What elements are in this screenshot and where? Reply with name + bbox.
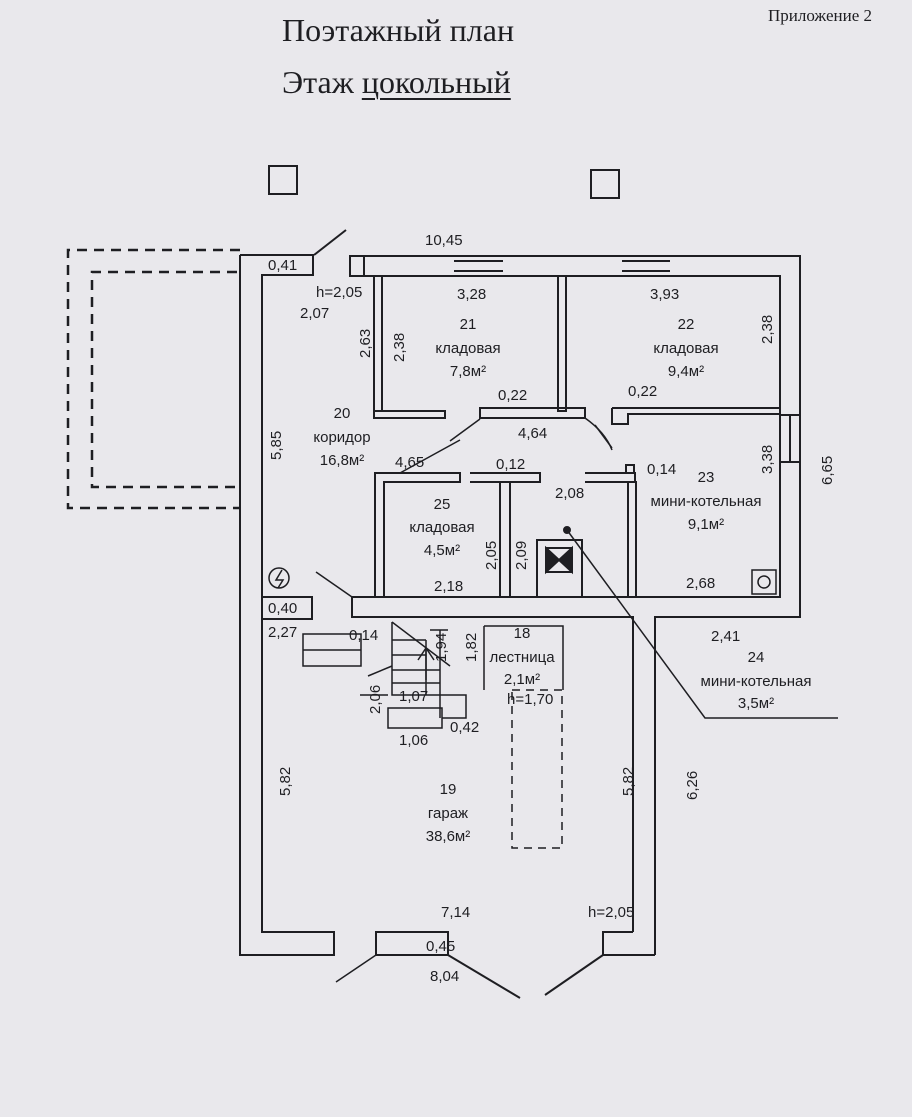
room-25-name: кладовая: [409, 519, 474, 536]
dim: 3,38: [759, 445, 776, 474]
room-23-name: мини-котельная: [651, 493, 762, 510]
room-24-name: мини-котельная: [701, 673, 812, 690]
dim: 5,85: [268, 431, 285, 460]
stair: [302, 621, 467, 729]
dim: 0,42: [450, 719, 479, 736]
dim: 6,26: [684, 771, 701, 800]
dim: 2,05: [483, 541, 500, 570]
room-25-number: 25: [434, 496, 451, 513]
dim: 2,68: [686, 575, 715, 592]
dim: h=1,70: [507, 691, 553, 708]
dimension-labels: 10,45 0,41 h=2,05 2,07 3,28 3,93 2,63 2,…: [268, 232, 836, 985]
dim: 1,06: [399, 732, 428, 749]
appendix-label: Приложение 2: [768, 6, 872, 25]
electric-symbol: [268, 567, 290, 589]
dim: 4,65: [395, 454, 424, 471]
floor-label: Этаж: [282, 64, 354, 100]
dim: 2,06: [367, 685, 384, 714]
dim: 5,82: [277, 767, 294, 796]
room-19-number: 19: [440, 781, 457, 798]
vent-square-left: [268, 165, 298, 195]
outer-walls: [239, 229, 801, 956]
dim: 1,94: [433, 633, 450, 662]
stair-outline: [484, 625, 564, 690]
dim: 6,65: [819, 456, 836, 485]
dim: 0,12: [496, 456, 525, 473]
dim: 0,22: [498, 387, 527, 404]
room-23-number: 23: [698, 469, 715, 486]
dim: 1,82: [463, 633, 480, 662]
dim: 1,07: [399, 688, 428, 705]
dim: 0,40: [268, 600, 297, 617]
garage-pit: [511, 689, 563, 849]
room-18-name: лестница: [489, 649, 555, 666]
room-labels: 21 кладовая 7,8м² 22 кладовая 9,4м² 20 к…: [313, 316, 811, 845]
room-20-area: 16,8м²: [320, 452, 365, 469]
door-swings: [315, 417, 613, 598]
meter-symbol: [751, 569, 777, 595]
dim: 10,45: [425, 232, 463, 249]
dim: h=2,05: [316, 284, 362, 301]
room-22-area: 9,4м²: [668, 363, 704, 380]
room-23-area: 9,1м²: [688, 516, 724, 533]
dim: 2,08: [555, 485, 584, 502]
dim: 0,22: [628, 383, 657, 400]
vent-square-right: [590, 169, 620, 199]
room-18-number: 18: [514, 625, 531, 642]
dim: h=2,05: [588, 904, 634, 921]
floor-value: цокольный: [361, 64, 511, 100]
dim: 0,14: [349, 627, 378, 644]
room-20-number: 20: [334, 405, 351, 422]
dim: 2,07: [300, 305, 329, 322]
room-21-number: 21: [460, 316, 477, 333]
dim: 2,18: [434, 578, 463, 595]
dim: 0,41: [268, 257, 297, 274]
room-21-name: кладовая: [435, 340, 500, 357]
interior-walls: [373, 275, 781, 598]
room-22-name: кладовая: [653, 340, 718, 357]
room-24-area: 3,5м²: [738, 695, 774, 712]
dim: 2,41: [711, 628, 740, 645]
room-19-area: 38,6м²: [426, 828, 471, 845]
dim: 0,14: [647, 461, 676, 478]
room-18-area: 2,1м²: [504, 671, 540, 688]
dim: 5,82: [620, 767, 637, 796]
dashed-terrace: [66, 248, 240, 510]
dim: 2,38: [759, 315, 776, 344]
room-21-area: 7,8м²: [450, 363, 486, 380]
dim: 4,64: [518, 425, 547, 442]
dim: 2,09: [513, 541, 530, 570]
room-22-number: 22: [678, 316, 695, 333]
leader-line-24: [566, 529, 838, 719]
page-title: Поэтажный план: [282, 12, 515, 48]
floor-title: Этаж цокольный: [282, 64, 511, 101]
room-19-name: гараж: [428, 805, 468, 822]
dim: 2,38: [391, 333, 408, 362]
dim: 3,93: [650, 286, 679, 303]
boiler-hatch: [545, 545, 573, 575]
room-25-area: 4,5м²: [424, 542, 460, 559]
dim: 2,63: [357, 329, 374, 358]
dim: 7,14: [441, 904, 470, 921]
dim: 2,27: [268, 624, 297, 641]
room-24-number: 24: [748, 649, 765, 666]
dim: 3,28: [457, 286, 486, 303]
room-20-name: коридор: [313, 429, 370, 446]
dim: 8,04: [430, 968, 459, 985]
dim: 0,45: [426, 938, 455, 955]
